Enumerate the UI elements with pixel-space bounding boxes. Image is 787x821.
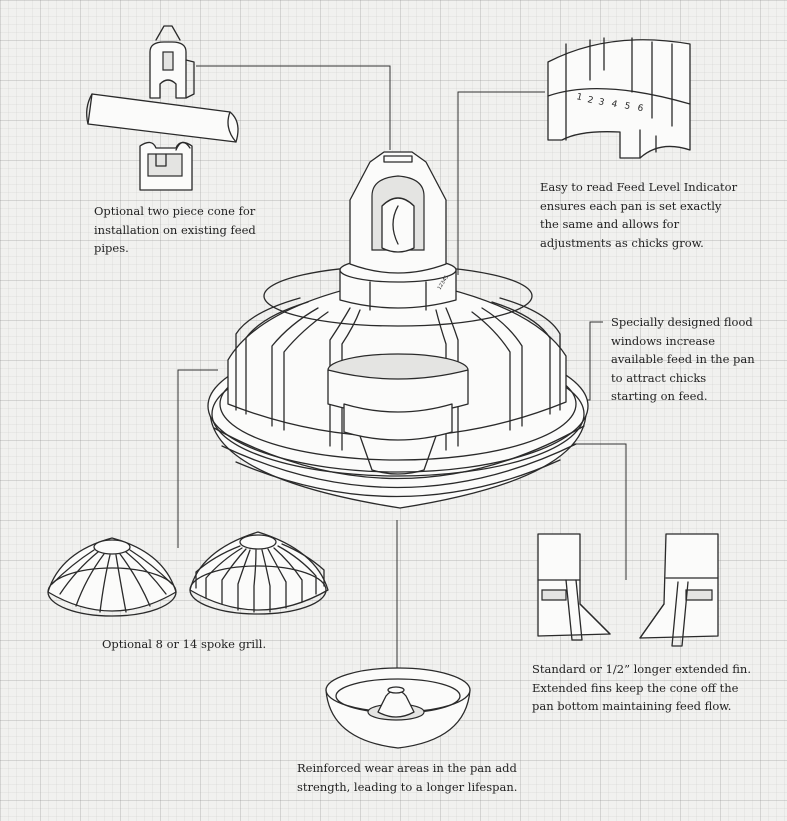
feed-level-indicator-icon: 1 2 3 4 5 6 <box>547 37 691 159</box>
grill-14-spoke-icon <box>189 531 329 615</box>
caption-indicator: Easy to read Feed Level Indicator ensure… <box>540 178 737 252</box>
caption-cone: Optional two piece cone for installation… <box>94 202 256 258</box>
caption-grill: Optional 8 or 14 spoke grill. <box>102 635 266 654</box>
caption-line: Extended fins keep the cone off the <box>532 680 739 695</box>
caption-fin: Standard or 1/2” longer extended fin. Ex… <box>532 660 751 716</box>
indicator-digit: 6 <box>636 103 644 114</box>
fin-extended-icon <box>639 533 719 647</box>
caption-line: ensures each pan is set exactly <box>540 198 722 213</box>
grill-8-spoke-icon <box>47 537 177 617</box>
caption-line: Standard or 1/2” longer extended fin. <box>532 662 751 676</box>
feed-pipe-icon <box>86 93 239 143</box>
indicator-digit: 3 <box>597 97 605 108</box>
caption-line: Easy to read Feed Level Indicator <box>540 180 738 194</box>
caption-line: adjustments as chicks grow. <box>540 235 704 250</box>
pan-icon <box>325 667 471 749</box>
caption-line: Optional two piece cone for <box>94 204 256 218</box>
caption-line: Optional 8 or 14 spoke grill. <box>102 637 267 651</box>
caption-pan: Reinforced wear areas in the pan add str… <box>297 759 517 796</box>
caption-line: the same and allows for <box>540 217 680 231</box>
caption-flood: Specially designed flood windows increas… <box>611 313 755 406</box>
leader-cone <box>196 65 391 150</box>
caption-line: Specially designed flood <box>611 315 753 329</box>
caption-line: pipes. <box>94 241 129 255</box>
caption-line: Reinforced wear areas in the pan add <box>297 761 517 775</box>
pan-feeder-main-icon: 12345 <box>207 151 589 509</box>
fin-standard-icon <box>537 533 611 641</box>
caption-line: strength, leading to a longer lifespan. <box>297 779 518 794</box>
caption-line: windows increase <box>611 333 716 348</box>
indicator-digit: 1 <box>575 92 583 103</box>
caption-line: available feed in the pan <box>611 352 755 366</box>
leader-grill <box>177 369 218 548</box>
caption-line: starting on feed. <box>611 389 708 403</box>
indicator-digit: 4 <box>610 99 618 110</box>
caption-line: pan bottom maintaining feed flow. <box>532 699 732 713</box>
indicator-digit: 5 <box>623 101 631 112</box>
leader-indicator <box>457 91 545 275</box>
cone-clip-top-icon <box>149 25 195 99</box>
caption-line: to attract chicks <box>611 370 707 385</box>
indicator-digit: 2 <box>586 95 594 106</box>
caption-line: installation on existing feed <box>94 222 256 237</box>
cone-clip-bottom-icon <box>139 141 193 191</box>
